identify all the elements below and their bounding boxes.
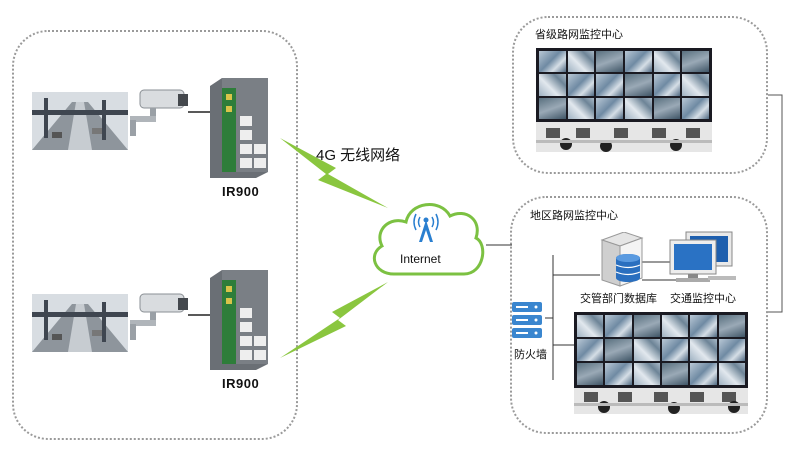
firewall-label: 防火墙 [514, 349, 547, 361]
database-label: 交管部门数据库 [580, 293, 657, 305]
provincial-desk-operators [536, 122, 712, 152]
camera-icon [130, 293, 188, 340]
router-label-top: IR900 [222, 184, 260, 199]
regional-center-group [510, 196, 768, 434]
cloud-label: Internet [400, 252, 441, 266]
provincial-center-title: 省级路网监控中心 [535, 29, 623, 41]
road-camera-photo-top [32, 92, 128, 150]
wireless-bolt-icon-top [280, 138, 388, 208]
road-camera-photo-bottom [32, 294, 128, 352]
internet-cloud-icon [372, 203, 485, 276]
monitoring-computer-icon [669, 231, 736, 282]
router-icon-top [210, 78, 268, 178]
router-icon-bottom [210, 270, 268, 370]
regional-video-wall [574, 312, 748, 388]
provincial-center-group [512, 16, 768, 174]
field-devices-group [12, 30, 298, 440]
camera-icon [130, 89, 188, 136]
firewall-icon [512, 302, 542, 338]
traffic-center-label: 交通监控中心 [670, 293, 736, 305]
regional-desk-operators [574, 388, 748, 414]
provincial-video-wall [536, 48, 712, 122]
wireless-bolt-icon-bottom [280, 282, 388, 358]
network-label: 4G 无线网络 [316, 147, 401, 164]
router-label-bottom: IR900 [222, 376, 260, 391]
regional-center-title: 地区路网监控中心 [530, 210, 618, 222]
database-server-icon [600, 232, 644, 287]
